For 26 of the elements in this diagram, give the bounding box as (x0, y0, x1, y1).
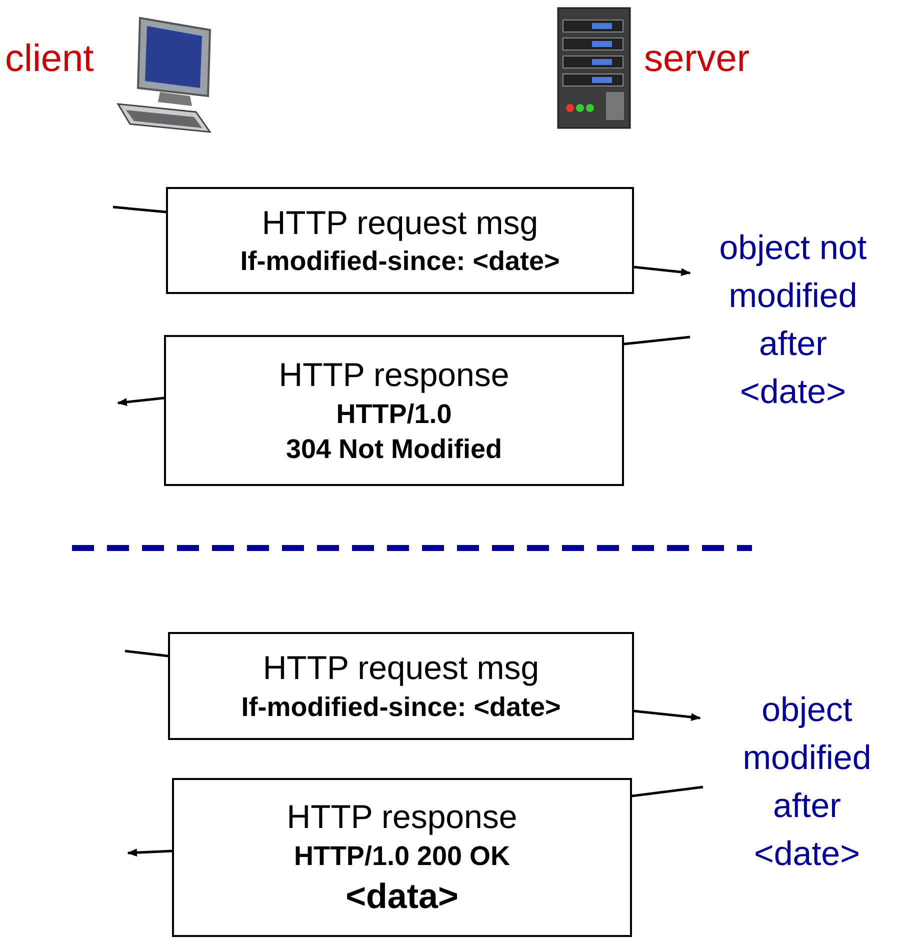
message-box (172, 778, 632, 937)
message-title: HTTP response (286, 796, 518, 837)
line (112, 206, 166, 214)
message-title: HTTP response (278, 354, 510, 395)
note-text: object modified after <date> (742, 690, 872, 875)
header-line: 304 Not Modified (286, 432, 502, 466)
role-label: client (5, 38, 95, 81)
arrow (127, 848, 172, 857)
message-title: HTTP request msg (262, 202, 538, 243)
line (624, 336, 690, 346)
header-line: If-modified-since: <date> (241, 690, 561, 724)
header-line: HTTP/1.0 (336, 398, 452, 431)
line (632, 786, 704, 798)
arrow (634, 266, 691, 276)
message-box (166, 187, 634, 294)
body-text: <data> (346, 876, 458, 918)
message-box (168, 632, 634, 740)
message-title: HTTP request msg (262, 648, 540, 688)
role-label: server (644, 38, 751, 81)
header-line: HTTP/1.0 200 OK (294, 840, 510, 873)
message-box (164, 335, 624, 486)
note-text: object not modified after <date> (718, 228, 868, 413)
header-line: If-modified-since: <date> (240, 245, 560, 278)
line (124, 650, 168, 658)
arrow (117, 396, 164, 406)
arrow (634, 710, 701, 722)
